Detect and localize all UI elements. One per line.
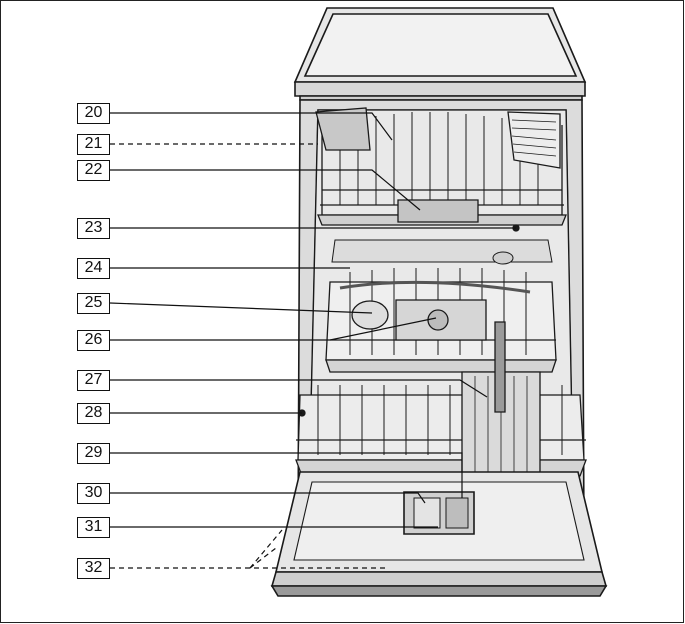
callout-26: 26 — [77, 330, 110, 351]
callout-leaders — [109, 112, 516, 569]
upper-rack — [315, 107, 567, 232]
callout-27: 27 — [77, 370, 110, 391]
callout-25: 25 — [77, 293, 110, 314]
callout-24: 24 — [77, 258, 110, 279]
callout-31: 31 — [77, 517, 110, 538]
callout-29: 29 — [77, 443, 110, 464]
callout-21: 21 — [77, 134, 110, 155]
callout-30: 30 — [77, 483, 110, 504]
middle-rack — [325, 268, 557, 373]
callout-32: 32 — [77, 558, 110, 579]
callout-23: 23 — [77, 218, 110, 239]
dishwasher-door — [270, 471, 608, 597]
callout-28: 28 — [77, 403, 110, 424]
dishwasher-top-panel — [293, 7, 587, 97]
callout-22: 22 — [77, 160, 110, 181]
bottom-rack — [295, 321, 587, 489]
callout-20: 20 — [77, 103, 110, 124]
